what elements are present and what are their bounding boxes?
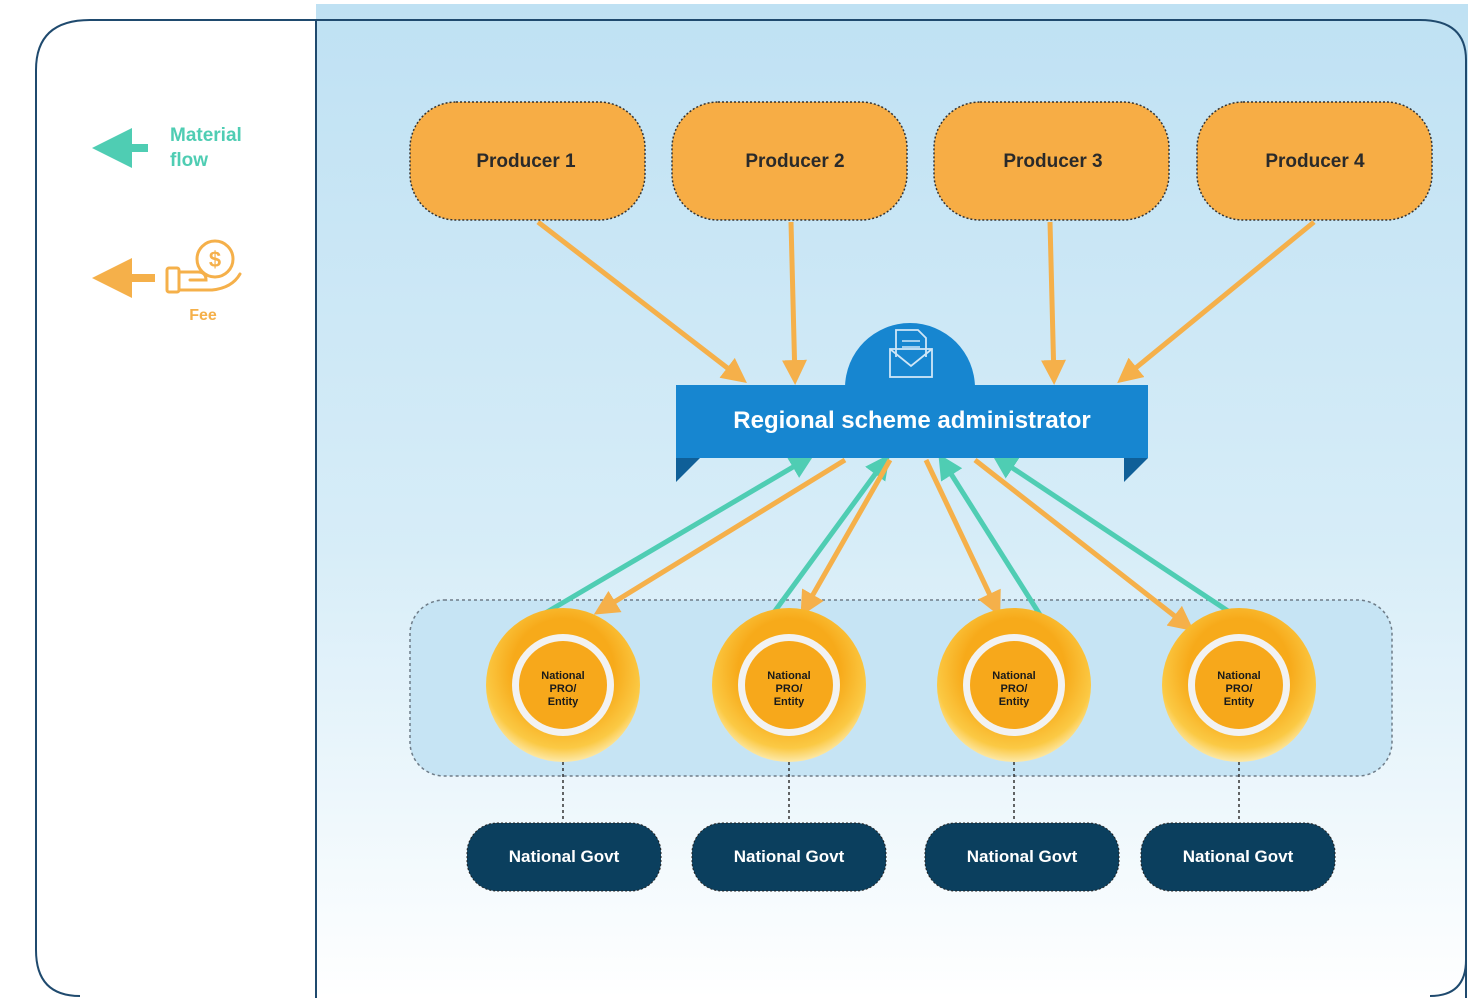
fee-arrow: [781, 221, 807, 385]
admin-entity-arrows: [540, 453, 1236, 632]
entity-circle: National PRO/ Entity: [712, 608, 866, 762]
document-envelope-icon: [889, 329, 933, 378]
producer-fee-arrows: [536, 220, 1316, 385]
fee-arrow: [973, 458, 1194, 632]
material-flow-arrow: [540, 454, 815, 618]
entity-label-line2: PRO/: [550, 683, 577, 695]
fee-arrow: [536, 220, 747, 384]
govt-box: National Govt: [466, 822, 662, 892]
entity-label-line2: PRO/: [1001, 683, 1028, 695]
govt-label: National Govt: [734, 847, 845, 866]
producer-box: Producer 3: [933, 101, 1170, 221]
entity-circle: National PRO/ Entity: [1162, 608, 1316, 762]
material-flow-label-line2: flow: [170, 150, 208, 171]
administrator-banner: Regional scheme administrator: [676, 323, 1148, 482]
govt-box: National Govt: [691, 822, 887, 892]
entity-govt-connectors: [562, 762, 1240, 822]
govt-box: National Govt: [924, 822, 1120, 892]
entity-label-line1: National: [1217, 670, 1260, 682]
material-flow-arrow: [938, 453, 1045, 620]
govt-label: National Govt: [509, 847, 620, 866]
fee-legend: $ Fee: [92, 239, 242, 324]
govt-label: National Govt: [1183, 847, 1294, 866]
fee-label: Fee: [189, 307, 217, 324]
entities-group-container: [409, 599, 1393, 777]
govt-box: National Govt: [1140, 822, 1336, 892]
entity-label-line3: Entity: [1224, 696, 1255, 708]
fee-arrow: [593, 457, 847, 615]
producer-label: Producer 1: [476, 151, 576, 172]
administrator-label: Regional scheme administrator: [733, 407, 1090, 434]
fee-arrow: [1040, 221, 1066, 385]
material-flow-label-line1: Material: [170, 125, 242, 146]
entity-circle: National PRO/ Entity: [937, 608, 1091, 762]
producer-label: Producer 3: [1003, 151, 1102, 172]
govt-label: National Govt: [967, 847, 1078, 866]
entity-label-line3: Entity: [548, 696, 579, 708]
producer-box: Producer 2: [671, 101, 908, 221]
material-flow-legend: Material flow: [92, 125, 242, 171]
entity-label-line3: Entity: [774, 696, 805, 708]
entity-label-line2: PRO/: [776, 683, 803, 695]
entity-label-line3: Entity: [999, 696, 1030, 708]
hand-coin-icon: $: [165, 239, 242, 294]
fee-arrow: [1117, 220, 1316, 384]
fee-arrow: [923, 458, 1001, 617]
producer-box: Producer 4: [1196, 101, 1433, 221]
fee-arrow: [800, 458, 893, 617]
producer-label: Producer 4: [1265, 151, 1365, 172]
producers: Producer 1 Producer 2 Producer 3 Produce…: [409, 101, 1433, 221]
dollar-symbol: $: [209, 247, 221, 272]
governments: National Govt National Govt National Gov…: [466, 822, 1336, 892]
material-flow-arrow: [769, 453, 890, 617]
legend: Material flow $ Fee: [92, 125, 242, 324]
entity-circle: National PRO/ Entity: [486, 608, 640, 762]
entities: National PRO/ Entity National PRO/ Entit…: [486, 608, 1316, 762]
entity-label-line1: National: [541, 670, 584, 682]
entity-label-line1: National: [992, 670, 1035, 682]
entity-label-line2: PRO/: [1226, 683, 1253, 695]
entity-label-line1: National: [767, 670, 810, 682]
producer-label: Producer 2: [745, 151, 844, 172]
producer-box: Producer 1: [409, 101, 646, 221]
material-flow-arrow: [991, 454, 1236, 618]
